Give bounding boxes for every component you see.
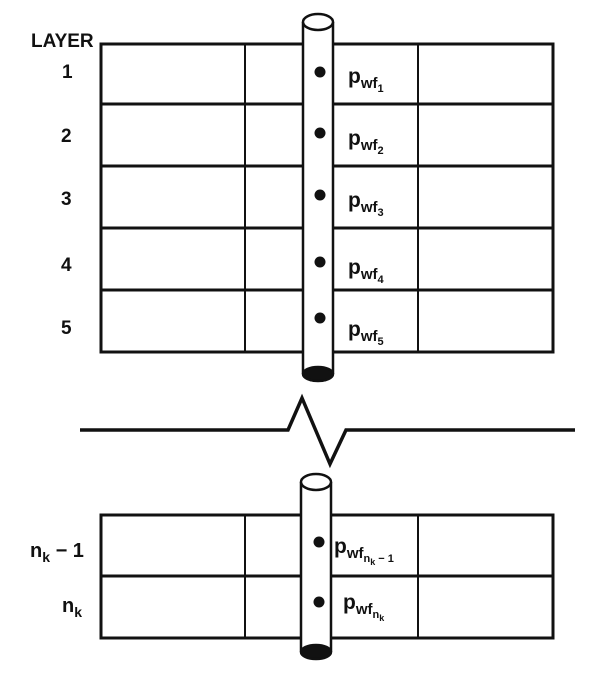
pressure-point <box>314 127 326 139</box>
pressure-label-4: pwf4 <box>348 256 384 286</box>
pressure-point <box>313 596 325 608</box>
wellbore-bottom-cap <box>299 643 333 661</box>
layer-number-5: 5 <box>61 318 72 339</box>
layer-header: LAYER <box>31 31 94 52</box>
layer-number-3: 3 <box>61 189 72 210</box>
top-pressure-points <box>314 66 326 324</box>
pressure-label-2: pwf2 <box>348 127 384 157</box>
layer-number-2: 2 <box>61 126 72 147</box>
layer-number-nk: nk <box>62 595 83 620</box>
bottom-wellbore <box>299 472 333 661</box>
pressure-point <box>313 536 325 548</box>
wellbore-top-cap <box>299 472 333 492</box>
pressure-point <box>314 189 326 201</box>
bottom-pressure-points <box>313 536 325 608</box>
wellbore-bottom-cap <box>301 365 335 383</box>
layer-number-1: 1 <box>62 62 73 83</box>
pressure-label-1: pwf1 <box>348 65 384 95</box>
pressure-label-5: pwf5 <box>348 318 384 348</box>
layer-number-4: 4 <box>61 255 72 276</box>
break-line <box>80 393 575 469</box>
pressure-point <box>314 312 326 324</box>
wellbore-top-cap <box>301 12 335 32</box>
pressure-label-3: pwf3 <box>348 189 384 219</box>
pressure-point <box>314 66 326 78</box>
pressure-point <box>314 256 326 268</box>
pressure-label-nk: pwfnk <box>343 591 385 623</box>
pressure-label-nk-minus-1: pwfnk − 1 <box>334 535 394 567</box>
layer-number-nk-minus-1: nk − 1 <box>30 540 84 565</box>
